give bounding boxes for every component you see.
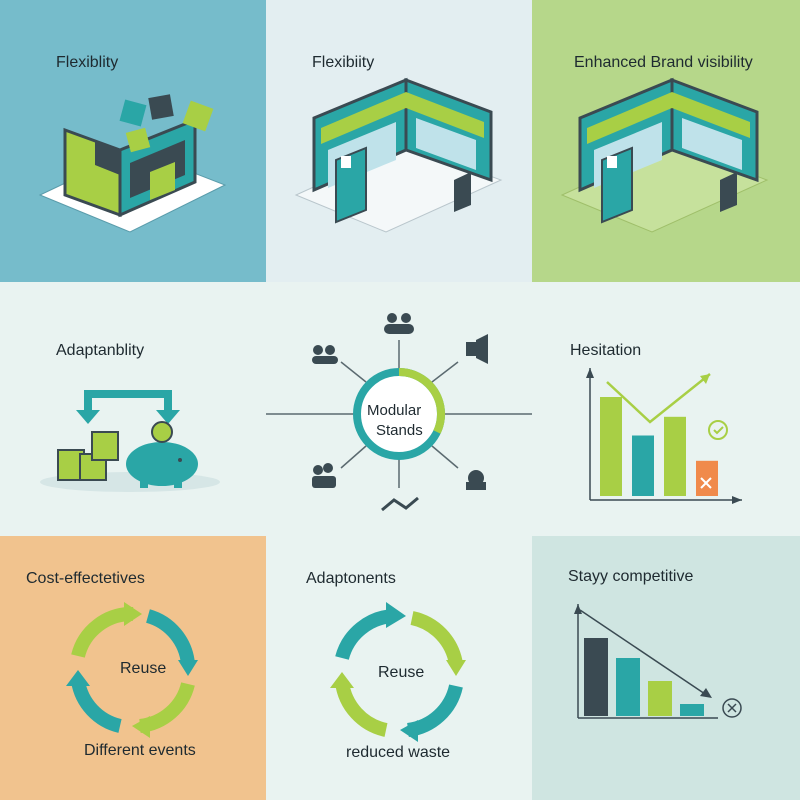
arrow-down-icon xyxy=(156,410,180,424)
chart-bar xyxy=(680,704,704,716)
megaphone-icon xyxy=(466,334,488,364)
group-icon xyxy=(312,345,338,364)
chart-bar xyxy=(616,658,640,716)
tile-adaptonents: Adaptonents Reuse reduced waste xyxy=(266,536,532,800)
hub-diagram xyxy=(266,313,532,512)
competitive-bar-chart xyxy=(574,604,742,719)
gear-hand-icon xyxy=(466,470,486,490)
chart-bar xyxy=(632,435,654,496)
tile-brand-visibility: Enhanced Brand visibility xyxy=(532,0,800,282)
team-icon xyxy=(384,313,414,334)
chart-bar xyxy=(584,638,608,716)
check-circle-icon xyxy=(708,420,728,440)
tile-title: Enhanced Brand visibility xyxy=(574,54,753,71)
chart-bar xyxy=(664,416,686,496)
reuse-cycle-diagram xyxy=(330,602,466,742)
chart-bar xyxy=(600,397,622,496)
booth-illustration xyxy=(294,77,503,233)
tile-title: Adaptonents xyxy=(306,570,396,587)
tile-title: Hesitation xyxy=(570,342,642,359)
arrow-down-icon xyxy=(76,410,100,424)
cycle-label: Reuse xyxy=(378,664,425,681)
tile-modular-stands-hub: Modular Stands xyxy=(266,282,532,536)
tile-hesitation: Hesitation xyxy=(532,282,800,536)
tile-title: Flexibiity xyxy=(312,54,375,71)
tile-title: Stayy competitive xyxy=(568,568,694,585)
hub-center-line-2: Stands xyxy=(376,422,423,439)
reuse-cycle-diagram xyxy=(66,602,198,738)
tile-title: Flexiblity xyxy=(56,54,119,71)
chart-bar xyxy=(696,460,718,496)
chart-bar xyxy=(648,681,672,716)
tile-flexibility-2: Flexibiity xyxy=(266,0,532,282)
booth-illustration xyxy=(560,77,769,233)
tile-title: Cost-effectetives xyxy=(26,570,145,587)
coins-stack-icon xyxy=(57,431,119,481)
hub-center-line-1: Modular xyxy=(367,402,422,419)
piggy-bank-icon xyxy=(126,421,198,488)
handshake-icon xyxy=(381,496,419,512)
cycle-label: Reuse xyxy=(120,660,167,677)
tile-cost-effectiveness: Cost-effectetives Reuse Different events xyxy=(0,536,266,800)
savings-illustration xyxy=(40,390,220,492)
people-icon xyxy=(312,463,336,488)
tile-footer: reduced waste xyxy=(346,744,451,761)
tile-flexibility-1: Flexiblity xyxy=(0,0,266,282)
tile-stay-competitive: Stayy competitive xyxy=(532,536,800,800)
hesitation-bar-chart xyxy=(586,368,742,504)
booth-puzzle-illustration xyxy=(38,94,227,233)
tile-footer: Different events xyxy=(84,742,196,759)
x-mark-icon xyxy=(700,477,712,489)
close-circle-icon xyxy=(722,698,742,718)
tile-adaptability: Adaptanblity xyxy=(0,282,266,536)
tile-title: Adaptanblity xyxy=(56,342,145,359)
